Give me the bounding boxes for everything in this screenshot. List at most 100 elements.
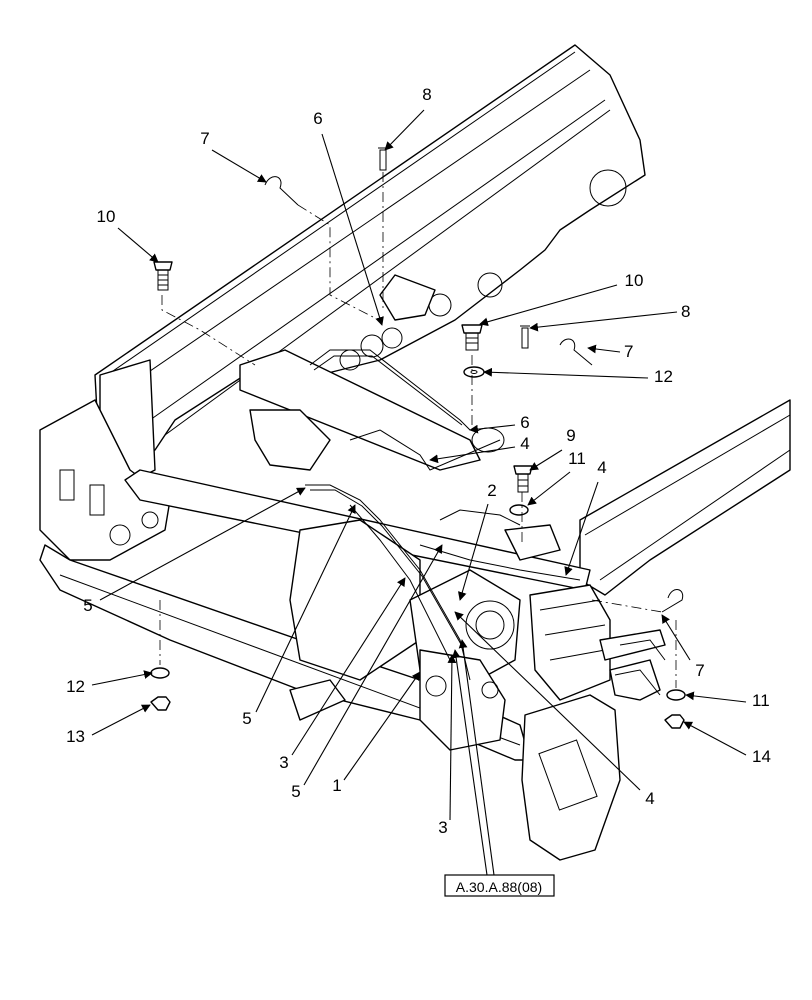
washer-11-right xyxy=(509,504,529,516)
callout-number: 14 xyxy=(752,747,771,766)
callout-4-12: 4 xyxy=(564,458,607,576)
callout-5-17: 5 xyxy=(242,504,356,728)
callout-leader xyxy=(483,367,649,379)
callout-number: 3 xyxy=(438,818,447,837)
callout-1-20: 1 xyxy=(332,671,421,795)
clip-7-right xyxy=(559,338,593,366)
callout-number: 3 xyxy=(279,753,288,772)
reference-leader-1 xyxy=(458,639,495,876)
callout-leader xyxy=(255,504,356,713)
callout-number: 7 xyxy=(200,129,209,148)
callout-8-5: 8 xyxy=(529,302,690,332)
callout-7-6: 7 xyxy=(587,342,633,361)
callout-number: 4 xyxy=(520,434,529,453)
callout-number: 8 xyxy=(422,85,431,104)
callout-number: 10 xyxy=(625,271,644,290)
callout-13-16: 13 xyxy=(66,704,151,746)
callout-5-19: 5 xyxy=(291,544,443,801)
pin-8-top xyxy=(378,147,388,171)
callout-leader xyxy=(447,654,457,821)
callout-4-9: 4 xyxy=(429,434,530,464)
callout-7-2: 7 xyxy=(200,129,267,183)
callout-leader xyxy=(454,611,641,791)
callout-leader xyxy=(91,704,151,736)
callout-number: 12 xyxy=(654,367,673,386)
callout-10-3: 10 xyxy=(97,207,159,263)
callout-11-24: 11 xyxy=(685,691,770,710)
callout-8-0: 8 xyxy=(384,85,432,151)
clip-7-lower xyxy=(661,589,684,613)
callout-leader xyxy=(211,149,267,183)
centre-lines xyxy=(159,172,677,688)
callout-number: 11 xyxy=(752,691,770,710)
reference-leader-0 xyxy=(451,649,488,876)
callout-number: 5 xyxy=(291,782,300,801)
callout-leader xyxy=(291,577,406,756)
callout-leader xyxy=(429,446,516,464)
callout-11-11: 11 xyxy=(527,449,586,506)
callout-5-14: 5 xyxy=(83,487,306,615)
nut-13 xyxy=(150,696,171,711)
callout-2-13: 2 xyxy=(457,481,497,601)
callout-leader xyxy=(479,284,618,327)
pin-8-right xyxy=(520,325,530,349)
callout-12-7: 12 xyxy=(483,367,673,386)
callout-number: 7 xyxy=(624,342,633,361)
callout-leader xyxy=(384,109,425,151)
callout-leader xyxy=(321,133,384,326)
callout-number: 6 xyxy=(520,413,529,432)
callout-6-8: 6 xyxy=(469,413,530,434)
reference-tag: A.30.A.88(08) xyxy=(444,874,555,897)
bolt-10-right xyxy=(461,324,483,351)
callout-leader xyxy=(343,671,421,781)
callout-number: 11 xyxy=(568,449,586,468)
callout-number: 2 xyxy=(487,481,496,500)
callout-number: 13 xyxy=(66,727,85,746)
callout-leader xyxy=(529,449,563,471)
callout-9-10: 9 xyxy=(529,426,576,471)
callout-number: 7 xyxy=(695,661,704,680)
clip-7-top xyxy=(264,176,299,206)
callout-number: 4 xyxy=(597,458,606,477)
callout-7-23: 7 xyxy=(661,614,705,680)
callout-leader xyxy=(564,481,599,576)
callout-leader xyxy=(685,691,747,703)
washer-11-lower xyxy=(666,689,686,701)
callout-4-22: 4 xyxy=(454,611,655,808)
left-end-bracket xyxy=(39,359,171,561)
bolt-10-left xyxy=(153,261,173,291)
callout-leader xyxy=(117,227,159,263)
callout-leader xyxy=(587,344,621,354)
callout-number: 4 xyxy=(645,789,654,808)
bolt-9 xyxy=(513,465,533,493)
callout-leader xyxy=(457,503,489,601)
callout-6-1: 6 xyxy=(313,109,384,326)
right-side-rail xyxy=(521,399,791,861)
callout-leader xyxy=(303,544,443,786)
callout-number: 6 xyxy=(313,109,322,128)
washer-12-left xyxy=(150,667,170,679)
callout-number: 5 xyxy=(83,596,92,615)
callout-leader xyxy=(91,670,153,686)
callout-number: 10 xyxy=(97,207,116,226)
callout-number: 9 xyxy=(566,426,575,445)
top-bracket-plate xyxy=(379,274,436,321)
callout-leader xyxy=(661,614,691,661)
callout-number: 12 xyxy=(66,677,85,696)
callout-leader xyxy=(527,471,571,506)
callout-number: 5 xyxy=(242,709,251,728)
callout-3-18: 3 xyxy=(279,577,406,772)
callout-number: 1 xyxy=(332,776,341,795)
washer-12-right xyxy=(463,366,485,378)
callout-12-15: 12 xyxy=(66,670,153,696)
callout-leader xyxy=(683,721,747,756)
callout-leader xyxy=(99,487,306,601)
callout-3-21: 3 xyxy=(438,654,457,837)
callout-number: 8 xyxy=(681,302,690,321)
nut-14 xyxy=(664,714,685,729)
callout-leader xyxy=(469,424,516,434)
callout-10-4: 10 xyxy=(479,271,644,327)
